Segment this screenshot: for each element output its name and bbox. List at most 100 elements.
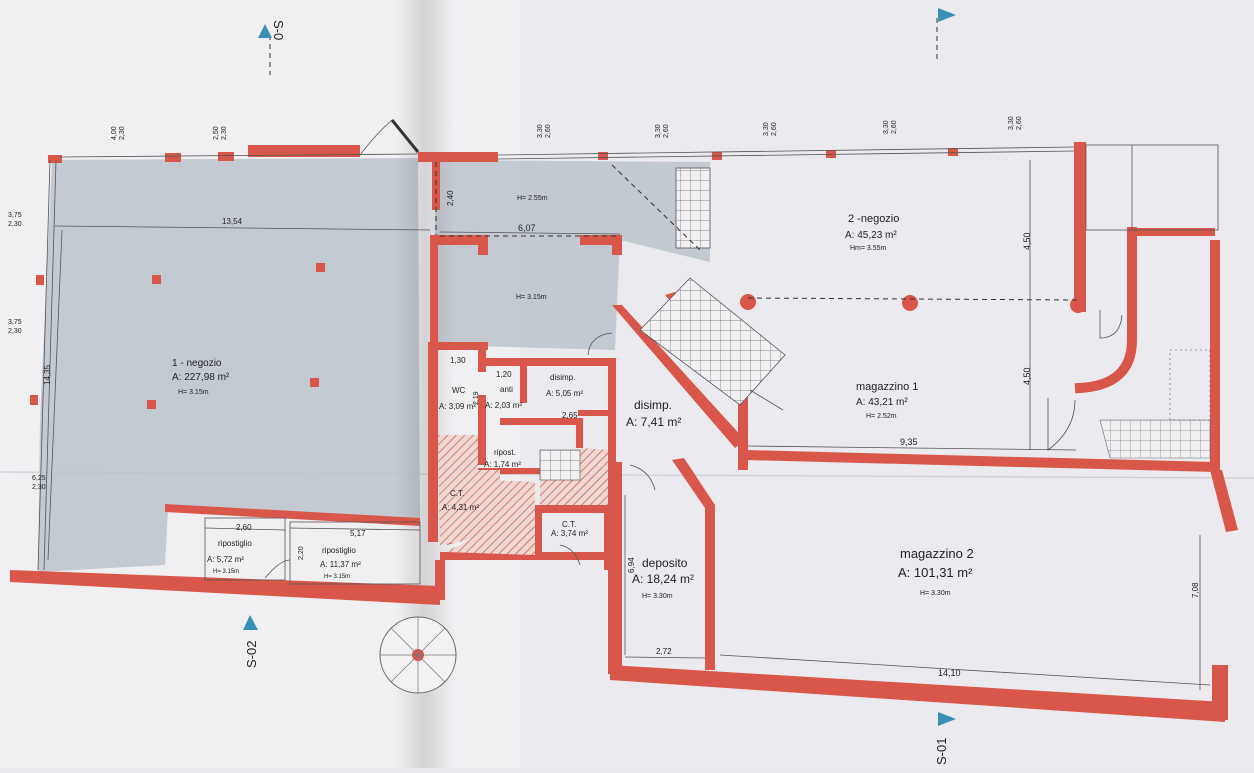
opening-6-top: 3,30	[883, 120, 890, 134]
hall-floor	[435, 160, 710, 350]
opening-1-top: 4,00	[111, 126, 118, 140]
dim-2-72: 2,72	[656, 647, 672, 656]
opening-4-bottom: 2,60	[663, 124, 670, 138]
area-ripost: A: 1,74 m²	[484, 460, 521, 469]
area-ripostiglio-1: A: 5,72 m²	[207, 555, 244, 564]
section-arrow-top-left	[258, 24, 272, 38]
label-magazzino-2: magazzino 2	[900, 546, 974, 561]
area-anti: A: 2,03 m²	[485, 401, 522, 410]
area-negozio-1: A: 227,98 m²	[172, 372, 230, 383]
area-deposito: A: 18,24 m²	[632, 572, 694, 586]
label-magazzino-1: magazzino 1	[856, 381, 918, 393]
opening-2-bottom: 2,30	[221, 126, 228, 140]
staircase-right-upper	[1169, 349, 1211, 421]
staircase-right	[1099, 419, 1211, 459]
dim-5-17: 5,17	[350, 529, 366, 538]
label-wc: WC	[452, 386, 466, 395]
height-negozio-2: Hm= 3.55m	[850, 245, 887, 252]
left-opening-1-bottom: 2,30	[8, 221, 22, 228]
dim-6-94: 6,94	[627, 557, 636, 573]
opening-7-bottom: 2,60	[1016, 116, 1023, 130]
walls	[10, 119, 1238, 722]
dim-7-08: 7,08	[1191, 582, 1200, 598]
pillars	[147, 263, 325, 409]
left-opening-3-top: 6,25	[32, 475, 46, 482]
height-ripostiglio-2: H= 3.15m	[324, 574, 350, 580]
section-label-s01: S-01	[934, 738, 949, 765]
height-hall-mid: H= 3.15m	[516, 294, 547, 301]
section-label-top: S-0	[271, 20, 286, 40]
opening-4-top: 3,30	[655, 124, 662, 138]
ct-hatch-2	[445, 480, 535, 555]
dashed-lines	[269, 18, 1079, 301]
label-deposito: deposito	[642, 556, 688, 570]
area-disimp-small: A: 5,05 m²	[546, 389, 583, 398]
label-anti: anti	[500, 385, 513, 394]
height-hall-top: H= 2.55m	[517, 195, 548, 202]
label-disimp-big: disimp.	[634, 398, 672, 412]
section-arrow-s01	[938, 712, 956, 726]
dim-2-65: 2,65	[562, 411, 578, 420]
opening-3-top: 3,30	[537, 124, 544, 138]
label-negozio-2: 2 -negozio	[848, 213, 899, 225]
main-staircase	[639, 277, 786, 406]
label-ct-1: C.T.	[450, 489, 464, 498]
left-opening-2-top: 3,75	[8, 319, 22, 326]
dim-2-40: 2,40	[446, 190, 455, 206]
spiral-staircase	[379, 616, 457, 694]
area-magazzino-1: A: 43,21 m²	[856, 397, 908, 408]
opening-7-top: 3,30	[1008, 116, 1015, 130]
dim-6-07: 6,07	[518, 223, 536, 233]
section-markers	[243, 8, 956, 726]
area-ripostiglio-2: A: 11,37 m²	[320, 560, 361, 569]
area-ct-1: A: 4,31 m²	[442, 503, 479, 512]
room-outlines	[204, 144, 1219, 585]
dimension-labels: 13,54 6,07 2,40 14,35 4,50 4,50 9,35 14,…	[43, 190, 1200, 678]
opening-6-bottom: 2,60	[891, 120, 898, 134]
store-1-floor	[38, 158, 420, 572]
dim-14-35: 14,35	[43, 364, 52, 385]
opening-labels: 4,00 2,30 2,50 2,30 3,30 2,60 3,30 2,60 …	[8, 116, 1023, 491]
dim-2-60: 2,60	[236, 523, 252, 532]
dim-1-30: 1,30	[450, 356, 466, 365]
area-magazzino-2: A: 101,31 m²	[898, 565, 973, 580]
opening-5-top: 3,30	[763, 122, 770, 136]
doors	[264, 310, 1123, 579]
dimension-lines	[47, 160, 1211, 690]
label-negozio-1: 1 - negozio	[172, 358, 222, 369]
height-deposito: H= 3.30m	[642, 593, 673, 600]
dim-2-20: 2,20	[298, 546, 305, 560]
area-disimp-big: A: 7,41 m²	[626, 415, 681, 429]
section-label-s02: S-02	[244, 641, 259, 668]
opening-5-bottom: 2,60	[771, 122, 778, 136]
opening-2-top: 2,50	[213, 126, 220, 140]
label-ripost: ripost.	[494, 448, 516, 457]
height-negozio-1: H= 3.15m	[178, 389, 209, 396]
staircase-top	[675, 167, 711, 249]
height-ripostiglio-1: H= 3.15m	[213, 569, 239, 575]
left-opening-1-top: 3,75	[8, 212, 22, 219]
section-arrow-s02	[243, 615, 258, 630]
area-wc: A: 3,09 m²	[439, 402, 476, 411]
area-ct-2: A: 3,74 m²	[551, 529, 588, 538]
label-ripostiglio-2: ripostiglio	[322, 546, 356, 555]
dim-14-10: 14,10	[938, 668, 961, 678]
opening-1-bottom: 2,30	[119, 126, 126, 140]
left-opening-3-bottom: 2,30	[32, 484, 46, 491]
label-ripostiglio-1: ripostiglio	[218, 539, 252, 548]
staircase-small	[539, 449, 581, 481]
label-ct-2: C.T.	[562, 520, 576, 529]
dim-2-19: 2,19	[473, 391, 480, 405]
height-magazzino-1: H= 2.52m	[866, 413, 897, 420]
dim-4-50-top: 4,50	[1022, 232, 1032, 250]
height-magazzino-2: H= 3.30m	[920, 590, 951, 597]
dim-4-50-bottom: 4,50	[1022, 367, 1032, 385]
left-opening-2-bottom: 2,30	[8, 328, 22, 335]
dim-9-35: 9,35	[900, 437, 918, 447]
label-disimp-small: disimp.	[550, 373, 575, 382]
dim-1-20: 1,20	[496, 370, 512, 379]
section-arrow-top-right	[938, 8, 956, 22]
dim-13-54: 13,54	[222, 217, 243, 226]
